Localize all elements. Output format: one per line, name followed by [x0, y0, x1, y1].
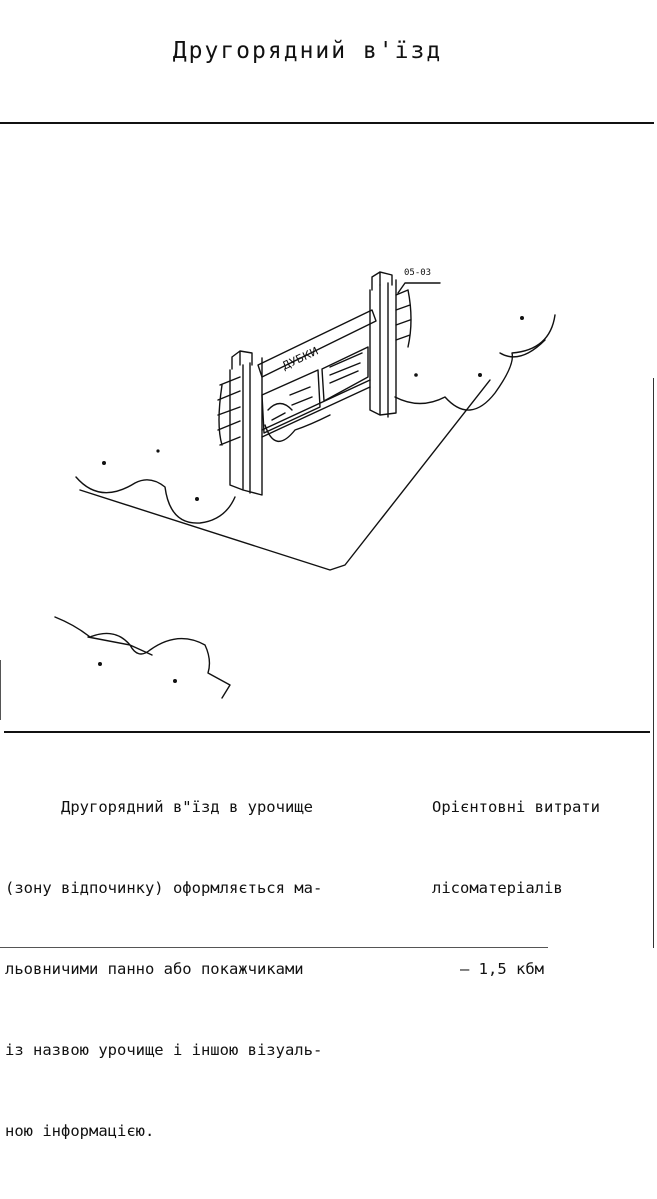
sign-post-right: [369, 279, 397, 418]
description-line: із назвою урочище і іншою візуаль-: [5, 1041, 323, 1059]
right-logs: [395, 289, 412, 348]
tree-dot: [414, 373, 418, 377]
tree-dot: [98, 662, 102, 666]
right-edge-rule: [653, 378, 654, 948]
description-line: (зону відпочинку) оформляється ма-: [5, 879, 323, 897]
top-rule: [0, 122, 654, 124]
tree-dot: [102, 461, 106, 465]
description-line: льовничими панно або покажчиками: [5, 960, 304, 978]
tree-canopy-right: [394, 314, 556, 411]
costs-text: Орієнтовні витрати лісоматеріалів – 1,5 …: [432, 740, 647, 1037]
description-line: ною інформацією.: [5, 1122, 155, 1140]
description-line: Другорядний в"їзд в урочище: [5, 798, 313, 816]
left-logs: [217, 376, 241, 446]
left-edge-mark: [0, 660, 1, 720]
drawing-code: 05-03: [404, 268, 431, 278]
sign-panel-right: [321, 346, 369, 402]
costs-amount: – 1,5 кбм: [460, 960, 544, 978]
footer-rule: [0, 947, 548, 948]
bottom-rule: [4, 731, 650, 733]
tree-canopy-middle: [264, 414, 331, 442]
tree-canopy-right-2: [499, 339, 546, 358]
sign-top-board: [257, 309, 377, 378]
tree-dot: [520, 316, 524, 320]
costs-line: лісоматеріалів: [432, 879, 563, 897]
page-title: Другорядний в'їзд: [172, 38, 443, 64]
tree-canopy-left: [75, 476, 236, 524]
description-text: Другорядний в"їзд в урочище (зону відпоч…: [5, 740, 375, 1199]
ground-outline: [79, 379, 491, 571]
document-page: Другорядний в'їзд: [0, 38, 654, 1140]
tree-dot: [195, 497, 199, 501]
tree-dot: [478, 373, 482, 377]
sign-lower-beam: [261, 379, 371, 438]
sign-post-left: [229, 357, 263, 496]
sign-panel-left: [261, 369, 321, 434]
tree-dot: [173, 679, 177, 683]
entrance-drawing: 05-03 ДУБКИ: [54, 268, 556, 699]
tree-dot: [156, 449, 160, 453]
lower-ground-sketch: [54, 616, 231, 699]
sign-name-text: ДУБКИ: [280, 345, 321, 373]
costs-line: Орієнтовні витрати: [432, 798, 600, 816]
